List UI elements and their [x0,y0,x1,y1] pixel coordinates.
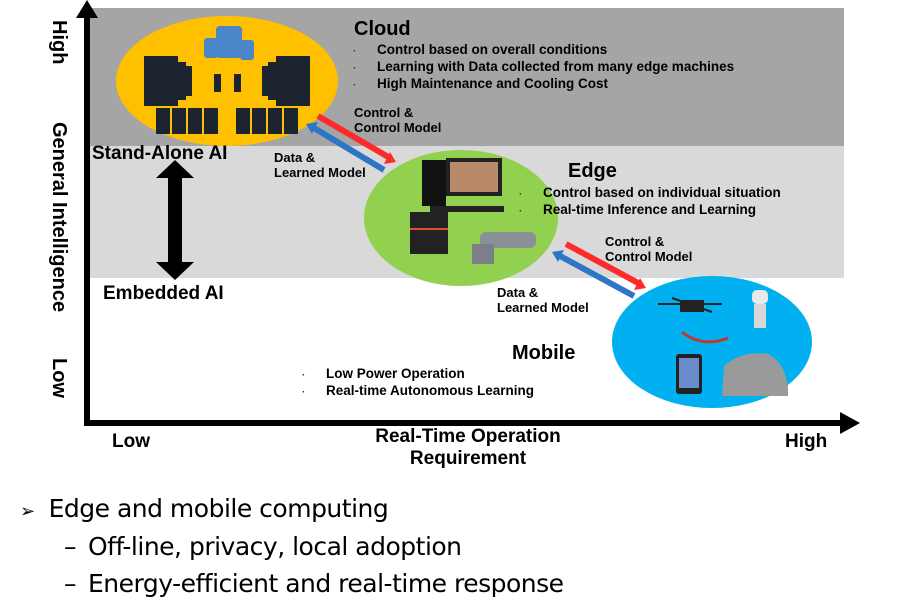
dash-bullet-icon: – [64,532,77,561]
x-axis-low-label: Low [112,431,150,452]
mobile-title: Mobile [512,342,576,364]
ai-spectrum-double-arrow-icon [156,160,194,280]
y-axis-arrowhead-icon [76,0,98,18]
dash-bullet-icon: – [64,569,77,598]
edge-to-mobile-label: Control & Control Model [605,234,693,264]
edge-mobile-arrow-down [564,241,646,290]
cloud-title: Cloud [354,18,411,40]
note-main-text: Edge and mobile computing [48,494,389,523]
cloud-ellipse [116,16,338,146]
edge-bullet: Control based on individual situation [543,185,781,200]
stand-alone-ai-label: Stand-Alone AI [92,143,228,164]
mobile-bullet: Real-time Autonomous Learning [326,383,535,398]
desktop-camera-icon [410,158,536,264]
edge-bullet: Real-time Inference and Learning [543,202,757,217]
edge-to-cloud-label: Data & Learned Model [274,150,366,180]
x-axis-title: Real-Time Operation Requirement [375,426,561,469]
x-axis-line [84,420,844,426]
server-farm-icon [144,26,310,134]
embedded-ai-label: Embedded AI [103,283,224,304]
mobile-bullets: ·Low Power Operation ·Real-time Autonomo… [302,366,535,398]
note-sub: –Energy-efficient and real-time response [64,569,564,598]
note-main: ➢ Edge and mobile computing [20,494,389,523]
mobile-ellipse [612,276,812,408]
edge-bullets: ·Control based on individual situation ·… [519,185,781,217]
edge-ellipse [364,150,558,286]
arrow-bullet-icon: ➢ [20,501,35,522]
mobile-bullet: Low Power Operation [326,366,465,381]
y-axis-line [84,14,90,426]
mobile-to-edge-label: Data & Learned Model [497,285,589,315]
cloud-bullet: High Maintenance and Cooling Cost [377,76,609,91]
edge-mobile-arrow-up [552,250,636,299]
cloud-edge-arrow-down [316,113,396,164]
x-axis-arrowhead-icon [840,412,860,434]
drone-robot-car-icon [658,290,788,396]
cloud-edge-arrow-up [306,122,386,173]
edge-title: Edge [568,160,617,182]
cloud-to-edge-label: Control & Control Model [354,105,442,135]
cloud-bullets: ·Control based on overall conditions ·Le… [353,42,735,91]
note-sub: –Off-line, privacy, local adoption [64,532,462,561]
x-axis-high-label: High [785,431,828,452]
cloud-bullet: Learning with Data collected from many e… [377,59,735,74]
cloud-bullet: Control based on overall conditions [377,42,608,57]
